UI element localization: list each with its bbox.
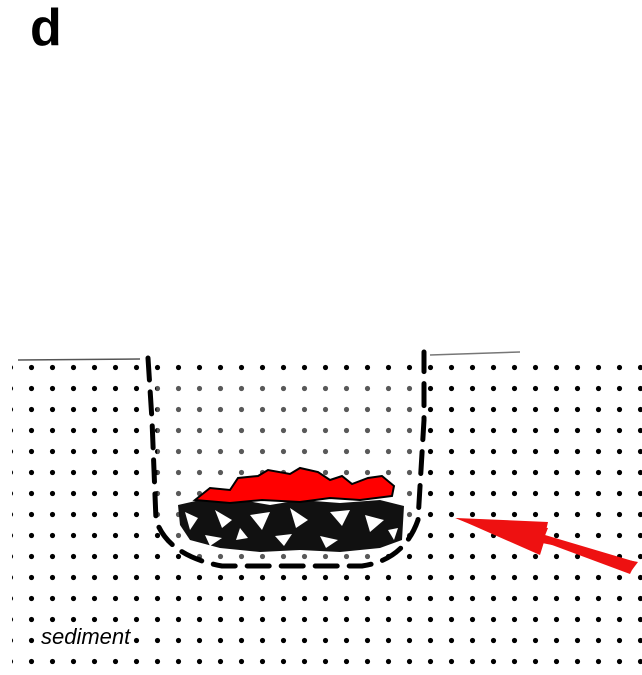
sediment-label: sediment [38, 624, 133, 650]
ground-surface-line [430, 352, 520, 355]
ground-surface-line [18, 359, 140, 360]
pit-infill-fragments [178, 498, 404, 552]
